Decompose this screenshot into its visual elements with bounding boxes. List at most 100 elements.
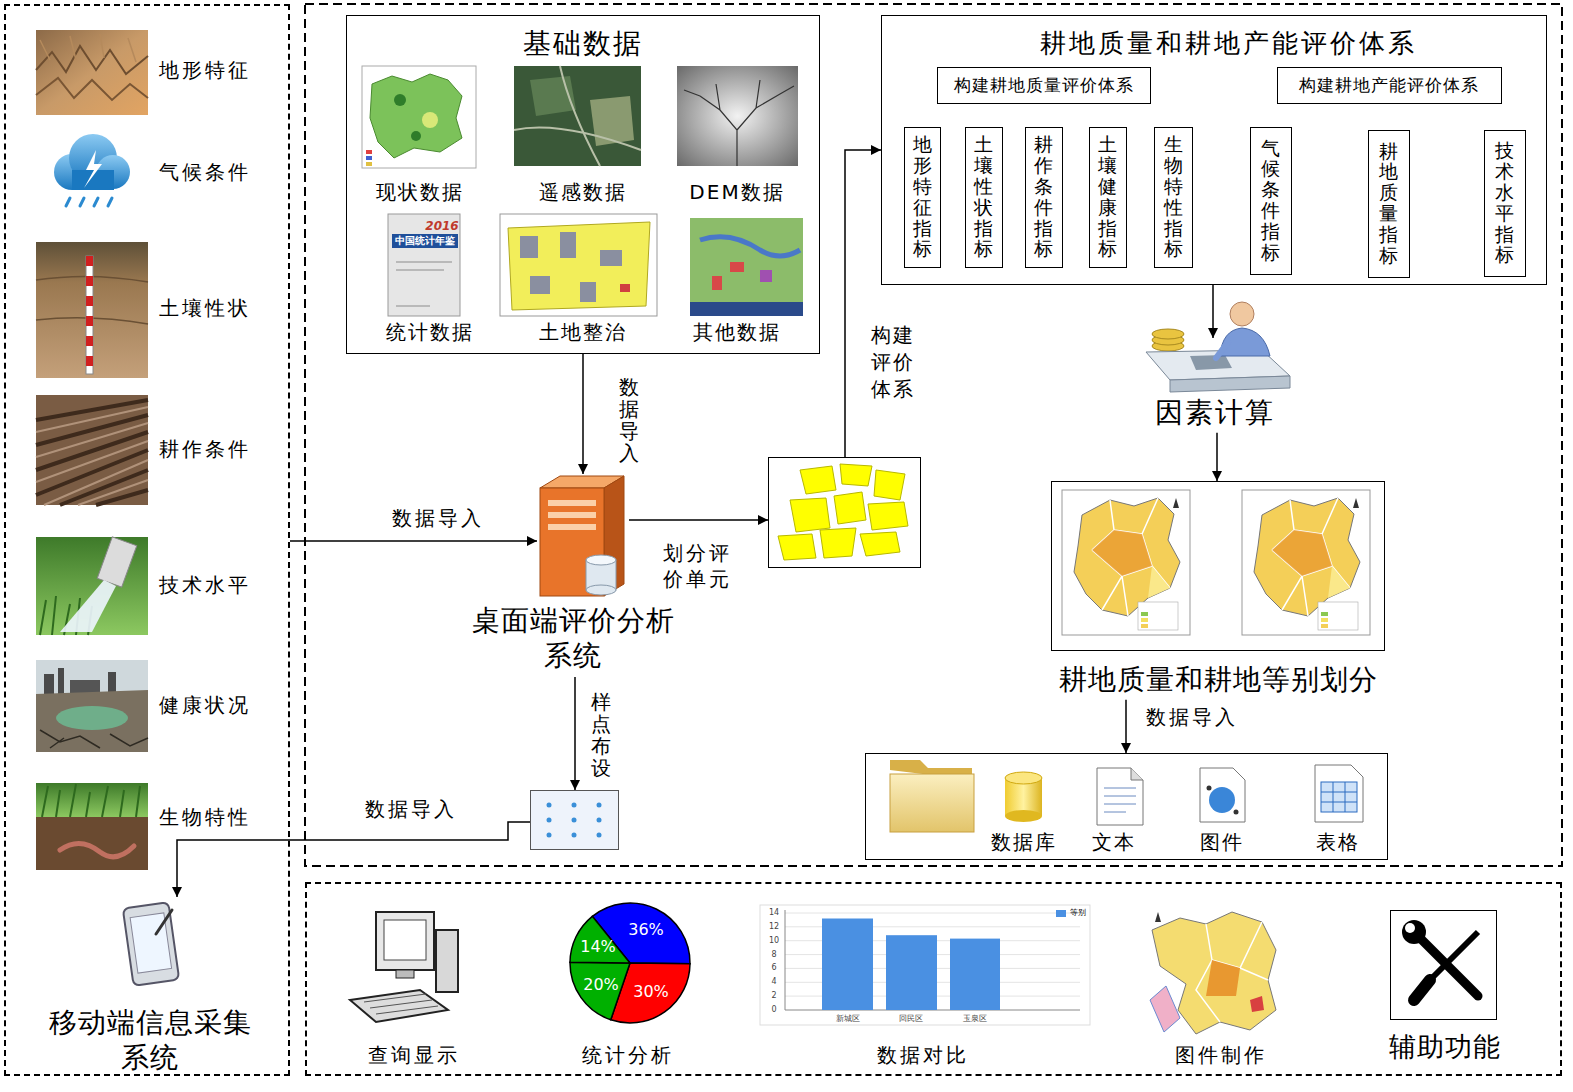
chart-label: 12 <box>769 922 779 932</box>
computer-icon <box>364 994 438 1014</box>
status-map-thumbnail <box>362 66 476 168</box>
node-label: 耕作条件指标 <box>1034 134 1053 259</box>
soil-profile-photo <box>36 242 148 378</box>
calculation-icon <box>1230 302 1254 326</box>
text-file-icon <box>1104 788 1136 812</box>
tool-icon <box>1430 932 1478 980</box>
other-data-thumbnail <box>760 270 772 282</box>
connector-label: 数据导入 <box>1146 705 1238 729</box>
connector <box>629 519 768 521</box>
chart-label: 2 <box>771 991 776 1001</box>
mobile-device-icon <box>123 902 179 986</box>
node-label: 气候条件 <box>159 160 251 184</box>
node-label: 查询显示 <box>368 1043 460 1067</box>
computer-icon <box>350 990 448 1022</box>
calculation-icon <box>1146 302 1290 392</box>
status-map-thumbnail <box>370 74 462 158</box>
soil-profile-photo <box>86 316 93 326</box>
sample-points <box>547 833 552 838</box>
node-label: 数据库 <box>991 830 1057 854</box>
server-icon <box>586 585 616 595</box>
connector-layer <box>177 150 1217 897</box>
indicator-box: 耕作条件指标 <box>1025 127 1063 268</box>
server-icon <box>548 500 596 506</box>
land-consolidation-thumbnail <box>580 282 596 302</box>
tillage-photo <box>36 395 148 505</box>
chart-label: 6 <box>771 964 776 974</box>
status-map-thumbnail <box>366 150 372 154</box>
tool-icon <box>1414 980 1430 1000</box>
mobile-collection-system: 移动端信息采集系统 <box>118 897 182 990</box>
tool-icon <box>1402 920 1426 944</box>
image-file-icon <box>1209 787 1235 813</box>
status-map-thumbnail <box>422 112 438 128</box>
mobile-device-icon <box>123 902 179 986</box>
factor-calculation: 因素计算 <box>1150 338 1275 388</box>
node-label: 耕地质量和耕地等别划分 <box>1059 663 1378 697</box>
pollution-photo <box>36 660 148 752</box>
server-icon <box>540 476 624 596</box>
thematic-map <box>1150 912 1276 1034</box>
pie-chart <box>570 916 630 963</box>
connector <box>582 354 584 474</box>
thematic-map <box>1206 960 1240 996</box>
database-icon <box>1005 772 1042 822</box>
server-icon <box>548 512 596 518</box>
remote-sensing-thumbnail <box>590 96 634 146</box>
grading-maps <box>1062 490 1370 635</box>
chart-label: 0 <box>771 1005 776 1015</box>
node-label: 表格 <box>1316 830 1360 854</box>
node-label: 地形特征 <box>159 58 251 82</box>
status-map-thumbnail <box>394 94 406 106</box>
soil-profile-photo <box>86 296 93 306</box>
other-data-thumbnail <box>700 237 800 256</box>
calculation-icon <box>1216 342 1228 358</box>
text-file-icon <box>1097 768 1143 825</box>
node-label: 桌面端评价分析系统 <box>468 603 678 673</box>
tillage-photo <box>36 407 148 505</box>
evaluation-system-box: 耕地质量和耕地产能评价体系构建耕地质量评价体系构建耕地产能评价体系地形特征指标土… <box>881 15 1547 285</box>
node-label: 因素计算 <box>1155 396 1275 430</box>
node-label: DEM数据 <box>689 180 784 204</box>
connector-label: 划分评价单元 <box>661 540 733 592</box>
organism-photo <box>36 783 148 817</box>
tool-icon <box>1402 920 1478 1000</box>
climate-icon <box>66 198 112 206</box>
dem-thumbnail <box>684 80 794 166</box>
soil-profile-photo <box>86 256 93 266</box>
soil-profile-photo <box>86 256 93 374</box>
other-data-thumbnail <box>690 302 803 316</box>
land-consolidation-thumbnail <box>530 276 550 294</box>
other-data-thumbnail <box>730 262 744 272</box>
terrain-photo <box>36 30 148 115</box>
node-label: 生物特性指标 <box>1164 134 1183 259</box>
thematic-map <box>1150 986 1180 1032</box>
sample-points <box>547 818 552 823</box>
climate-icon <box>54 134 130 206</box>
connector-label: 数据导入 <box>619 376 639 464</box>
node-label: 耕地质量指标 <box>1379 141 1398 266</box>
yearbook-thumbnail <box>388 214 460 316</box>
pollution-photo <box>40 730 148 748</box>
irrigation-photo <box>60 580 116 632</box>
connector <box>574 677 576 790</box>
pie-percent: 20% <box>583 975 619 994</box>
indicator-box: 耕地质量指标 <box>1368 130 1410 278</box>
calculation-icon <box>1170 376 1290 392</box>
node-label: 移动端信息采集系统 <box>45 1005 255 1075</box>
pie-percent: 36% <box>628 920 664 939</box>
yearbook-thumbnail <box>392 234 458 248</box>
table-file-icon <box>1321 782 1357 812</box>
tillage-photo <box>36 395 148 505</box>
node-label: 现状数据 <box>376 180 464 204</box>
function-panel: 查询显示统计分析数据对比图件制作辅助功能 <box>305 882 1562 1076</box>
connector <box>1216 433 1218 481</box>
soil-profile-photo <box>86 336 93 346</box>
database-icon <box>1005 772 1042 784</box>
terrain-photo <box>36 30 148 115</box>
computer-icon <box>436 930 458 992</box>
node-label: 耕地质量和耕地产能评价体系 <box>1040 28 1417 59</box>
evaluation-unit-box <box>768 457 921 568</box>
calculation-icon <box>1152 329 1184 339</box>
subsystem-box: 构建耕地质量评价体系 <box>937 67 1151 104</box>
